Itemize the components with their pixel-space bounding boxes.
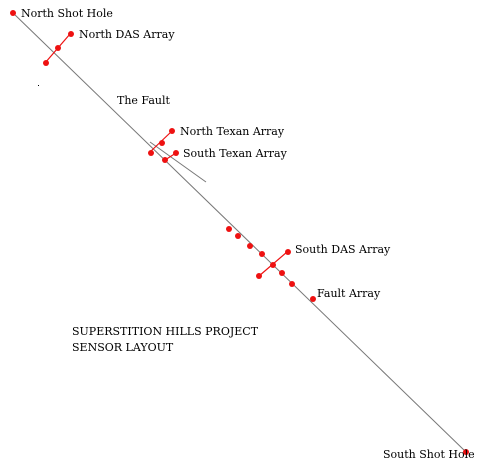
south-texan-array-dot <box>173 150 179 156</box>
fault-sensor-dot <box>235 233 241 239</box>
fault-sensor-dot <box>259 251 265 257</box>
north-das-array-dot <box>55 45 61 51</box>
fault-line <box>149 141 207 183</box>
south-das-array-dot <box>270 262 276 268</box>
north-das-array-dot <box>43 60 49 66</box>
south-das-array-dot <box>285 249 291 255</box>
south-das-array-dot <box>256 273 262 279</box>
south-texan-array-label: South Texan Array <box>183 147 287 160</box>
fault-array-dot <box>289 281 295 287</box>
fault-array-label: Fault Array <box>317 287 381 300</box>
south-shot-hole-dot <box>463 449 469 455</box>
diagram-title-line-2: SENSOR LAYOUT <box>72 341 174 354</box>
north-shot-hole-dot <box>10 10 16 16</box>
speck-mark <box>38 85 39 86</box>
south-texan-array-dot <box>162 157 168 163</box>
north-das-array-dot <box>68 31 74 37</box>
south-shot-hole-label: South Shot Hole <box>383 448 475 461</box>
north-texan-array-dot <box>148 150 154 156</box>
north-texan-array-dot <box>159 140 165 146</box>
survey-line <box>11 11 467 453</box>
the-fault-label: The Fault <box>117 94 170 107</box>
fault-array-dot <box>279 270 285 276</box>
sensor-markers <box>10 10 469 455</box>
fault-sensor-dot <box>226 226 232 232</box>
south-das-array-label: South DAS Array <box>295 243 391 256</box>
north-texan-array-dot <box>169 128 175 134</box>
north-texan-array-label: North Texan Array <box>180 125 285 138</box>
diagram-title-line-1: SUPERSTITION HILLS PROJECT <box>72 325 259 338</box>
fault-array-dot <box>310 296 316 302</box>
north-das-array-label: North DAS Array <box>79 28 175 41</box>
fault-sensor-dot <box>247 243 253 249</box>
diagram-title: SUPERSTITION HILLS PROJECT SENSOR LAYOUT <box>72 324 258 356</box>
north-shot-hole-label: North Shot Hole <box>21 7 113 20</box>
